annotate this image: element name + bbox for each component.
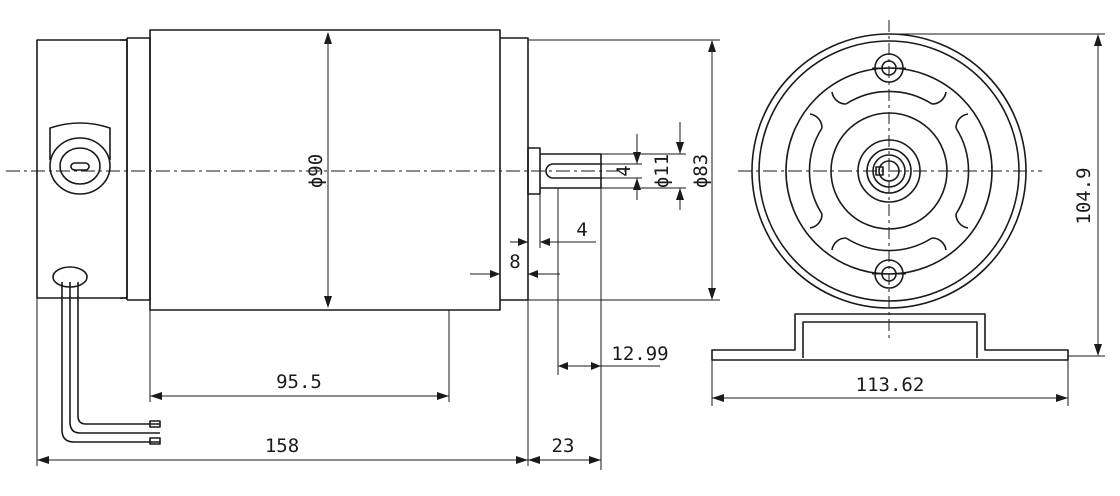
shaft-key — [545, 163, 602, 179]
dim-shaft-diameter: ϕ11 — [651, 154, 673, 188]
dim-flange-step-8: 8 — [509, 251, 520, 273]
dim-shaft-extension: 23 — [552, 435, 575, 457]
dim-shaft-key-offset: 12.99 — [611, 343, 668, 365]
lead-wire-1 — [61, 282, 160, 443]
dim-body-diameter: ϕ90 — [305, 154, 327, 188]
flange-ring — [126, 37, 151, 301]
terminal-cap — [49, 137, 111, 195]
mounting-bracket — [711, 313, 1069, 361]
lead-wire-2 — [69, 282, 160, 434]
dim-front-diameter: ϕ83 — [690, 154, 712, 188]
dim-overall-height: 104.9 — [1073, 167, 1095, 224]
dim-flange-step-4: 4 — [576, 219, 587, 241]
front-view: 104.9 113.62 — [711, 20, 1105, 406]
dim-body-length: 95.5 — [276, 371, 322, 393]
terminal-slot — [70, 162, 90, 171]
motor-housing — [149, 29, 501, 311]
lead-wire-3 — [77, 282, 160, 425]
dim-bracket-width: 113.62 — [856, 374, 925, 396]
dim-key-width: 4 — [613, 165, 635, 176]
side-view: ϕ90 ϕ83 ϕ11 4 4 — [6, 29, 720, 470]
dim-overall-length: 158 — [265, 435, 299, 457]
